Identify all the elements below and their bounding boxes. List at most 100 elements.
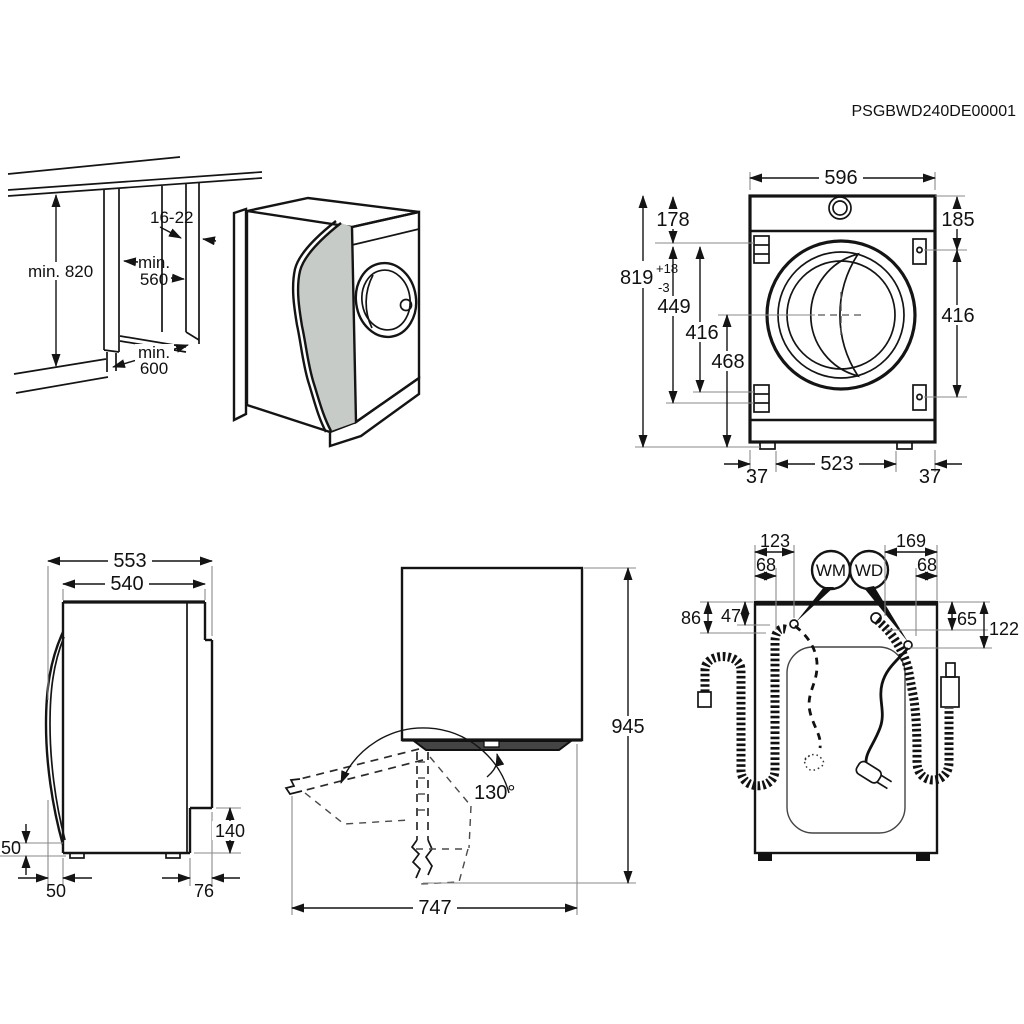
side-foot-front	[69, 852, 85, 859]
dim-rear-wd-x: 169	[896, 531, 926, 551]
wd-connection-point	[903, 640, 913, 650]
machine-rear-outline	[753, 600, 939, 855]
dim-side-recess-depth: 76	[194, 881, 214, 901]
dim-front-foot-left: 37	[746, 466, 768, 488]
label-wm: WM	[816, 561, 846, 580]
left-cabinet-panel	[103, 188, 120, 372]
label-wd: WD	[855, 561, 883, 580]
dim-panel-thickness: 16-22	[150, 208, 193, 227]
program-knob-outer	[828, 196, 852, 220]
inlet-hose-elbow	[870, 612, 882, 624]
machine-front-face	[350, 210, 421, 425]
door-open-130	[284, 748, 424, 795]
dim-front-height-tol-minus: -3	[658, 280, 670, 295]
dim-rear-hook-y: 47	[721, 606, 741, 626]
dim-niche-width-value: 600	[140, 359, 168, 378]
drain-hose-end-fitting	[697, 691, 712, 708]
depth-arrow-right	[170, 273, 185, 283]
cutaway-panel-fill	[298, 223, 356, 431]
cabinet-side-panel	[232, 207, 248, 422]
dim-niche-depth-value: 560	[140, 270, 168, 289]
dim-rear-drain-y: 86	[681, 608, 701, 628]
hinge-bottom	[753, 384, 770, 413]
door-glass-reflection-3d	[365, 274, 374, 329]
power-cord	[864, 647, 910, 763]
dim-side-door-depth: 50	[46, 881, 66, 901]
washing-machine-3d-view	[232, 196, 421, 448]
right-cabinet-panel	[185, 183, 200, 344]
dim-front-hinge-b: 416	[685, 322, 718, 344]
depth-arrow-left	[123, 257, 139, 267]
floor-line	[13, 358, 107, 375]
dim-front-hinge-a: 449	[657, 296, 690, 318]
dim-door-height: 945	[611, 716, 644, 738]
dim-niche-height: min. 820	[28, 262, 93, 281]
wd-callout-circle	[848, 549, 890, 591]
wm-leader	[796, 587, 834, 622]
dim-rear-cord-y: 122	[989, 619, 1019, 639]
foot-left	[759, 441, 776, 450]
power-plug	[855, 760, 893, 790]
dim-rear-inlet-y: 65	[957, 609, 977, 629]
cutaway-wavy-edge2	[291, 220, 337, 433]
niche-installation-diagram: min. 820 16-22 min. 560 min. 600	[7, 156, 421, 448]
label-bg	[135, 344, 174, 375]
rear-foot-right	[916, 853, 930, 861]
wd-leader	[864, 586, 908, 642]
door-swing-envelope	[304, 756, 472, 885]
rear-panel-outline	[786, 646, 906, 834]
dim-front-feet-spacing: 523	[820, 453, 853, 475]
rear-connections-diagram: WM WD 123 68 169 68 86 47	[681, 531, 1019, 861]
wm-cable-coil	[803, 753, 825, 771]
dim-side-depth-total: 553	[113, 550, 146, 572]
wm-connection-point	[789, 619, 799, 629]
dim-side-gap: 50	[1, 838, 21, 858]
machine-bottom-left-edge	[246, 403, 331, 434]
wm-cable-dashed	[794, 624, 822, 749]
door-outer-3d	[354, 261, 418, 339]
dim-side-recess-height: 140	[215, 821, 245, 841]
dim-front-height-tol-plus: +18	[656, 261, 678, 276]
door-handle-top-view	[483, 740, 500, 748]
countertop-front-edge	[7, 171, 263, 191]
inlet-tap-connector	[940, 676, 960, 708]
side-door-bulge	[44, 631, 65, 846]
dim-front-foot-right: 37	[919, 466, 941, 488]
floor-line2	[15, 376, 109, 394]
dim-front-door-bottom: 468	[711, 351, 744, 373]
front-panel-line-3d	[351, 228, 420, 246]
dim-door-angle: 130°	[474, 782, 515, 804]
dim-rear-wm-x: 123	[760, 531, 790, 551]
hinge-top	[753, 235, 770, 264]
front-view-diagram: 596 819 +18 -3 178 449 416 468 185 416 5	[618, 167, 976, 488]
label-bg	[26, 262, 96, 280]
dim-niche-width-min: min.	[138, 343, 170, 362]
dim-front-top-hinge: 178	[656, 209, 689, 231]
machine-front-outline	[748, 194, 937, 444]
dim-front-top-latch: 185	[941, 209, 974, 231]
drain-hose	[700, 624, 790, 791]
angle-leader	[486, 753, 505, 778]
inlet-hose	[874, 616, 954, 785]
door-handle-3d	[399, 298, 413, 312]
door-inner-3d	[361, 269, 411, 331]
dim-front-height: 819	[620, 267, 653, 289]
dim-rear-drain-x: 68	[756, 555, 776, 575]
door-opening-diagram: 130° 945 747	[284, 566, 649, 919]
rear-foot-left	[758, 853, 772, 861]
dim-front-width: 596	[824, 167, 857, 189]
document-code: PSGBWD240DE00001	[851, 103, 1016, 120]
dim-side-depth-body: 540	[110, 573, 143, 595]
panel-arrow-right	[202, 236, 217, 246]
latch-top	[912, 238, 927, 265]
door-swing-arc	[340, 727, 510, 794]
side-foot-rear	[165, 852, 181, 859]
dim-niche-depth-min: min.	[138, 253, 170, 272]
dim-rear-inlet-x: 68	[917, 555, 937, 575]
inlet-tap-connector-top	[945, 662, 956, 678]
door-glass-crescent	[809, 252, 860, 378]
side-view-diagram: 553 540 50 50 76 140	[0, 550, 248, 901]
machine-top-outline	[400, 566, 584, 742]
